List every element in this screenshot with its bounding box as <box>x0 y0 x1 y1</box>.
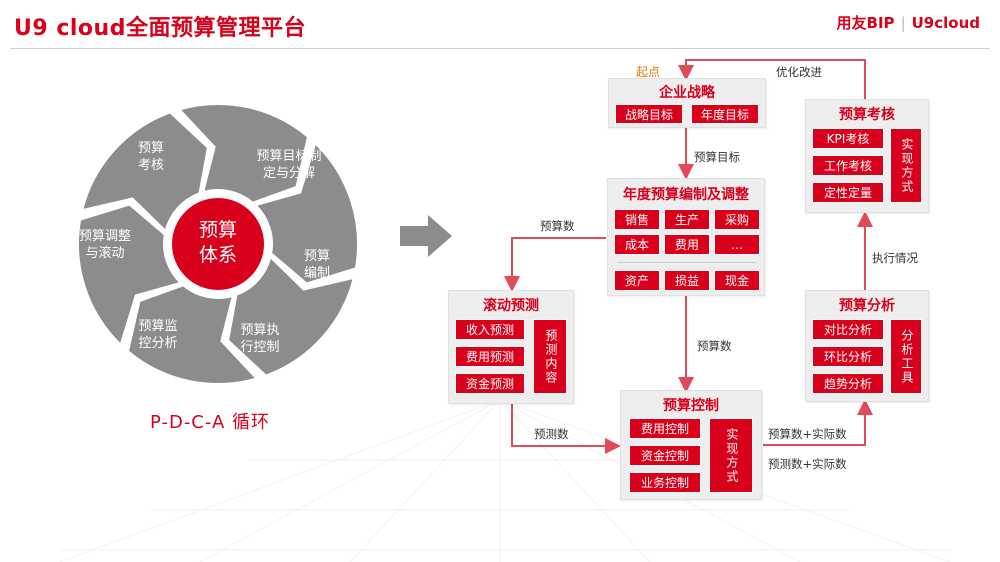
control-side: 实现方式 <box>709 418 753 493</box>
assess-side: 实现方式 <box>890 128 922 203</box>
page-title: U9 cloud全面预算管理平台 <box>14 16 306 41</box>
brand-yonyou: 用友BIP <box>836 14 895 32</box>
panel-rolling-forecast: 滚动预测 收入预测 费用预测 资金预测 预测内容 <box>448 290 574 404</box>
brand-u9cloud: U9cloud <box>911 14 980 32</box>
arrow-improve <box>678 59 866 99</box>
strategy-title: 企业战略 <box>659 85 715 101</box>
panel-budget-analysis: 预算分析 对比分析 环比分析 趋势分析 分析工具 <box>805 290 929 402</box>
strategy-item-2: 年度目标 <box>691 104 759 124</box>
assess-item-1: KPI考核 <box>812 128 884 149</box>
segment-label-target: 预算目标制定与分解 <box>244 148 334 182</box>
annual-r1-3: 采购 <box>714 209 760 230</box>
label-improve: 优化改进 <box>776 65 822 79</box>
assess-title: 预算考核 <box>839 107 895 123</box>
seg0-line2: 定与分解 <box>262 166 315 181</box>
assess-item-3: 定性定量 <box>812 182 884 203</box>
analysis-side: 分析工具 <box>890 319 922 394</box>
arrow-budget-left <box>504 237 606 292</box>
seg1-line2: 编制 <box>303 266 330 281</box>
label-target: 预算目标 <box>694 150 740 164</box>
analysis-item-1: 对比分析 <box>812 319 884 340</box>
control-title: 预算控制 <box>663 398 719 414</box>
cycle-segment <box>253 141 359 285</box>
start-label: 起点 <box>636 65 661 79</box>
analysis-title: 预算分析 <box>839 298 895 314</box>
arrow-forecast <box>511 404 621 454</box>
label-forecast-actual: 预测数+实际数 <box>768 457 847 471</box>
rolling-title: 滚动预测 <box>483 298 539 314</box>
label-forecast: 预测数 <box>534 427 569 441</box>
transition-arrow <box>400 215 452 257</box>
seg2-line1: 预算执 <box>240 323 280 338</box>
panel-budget-control: 预算控制 费用控制 资金控制 业务控制 实现方式 <box>620 390 762 500</box>
seg4-line2: 与滚动 <box>85 246 125 261</box>
cycle-segment <box>177 103 310 204</box>
control-item-2: 资金控制 <box>629 445 701 466</box>
annual-title: 年度预算编制及调整 <box>623 187 749 203</box>
brand-separator: | <box>900 14 906 32</box>
header-divider <box>10 48 990 49</box>
panel-budget-assess: 预算考核 KPI考核 工作考核 定性定量 实现方式 <box>805 99 929 213</box>
seg4-line1: 预算调整 <box>78 229 131 244</box>
annual-r3-2: 损益 <box>664 270 710 291</box>
center-line-2: 体系 <box>198 244 237 266</box>
seg3-line1: 预算监 <box>138 319 178 334</box>
label-budget-left: 预算数 <box>540 219 575 233</box>
seg1-line1: 预算 <box>303 249 330 264</box>
rolling-side: 预测内容 <box>533 319 567 394</box>
rolling-item-1: 收入预测 <box>455 319 525 340</box>
annual-r2-1: 成本 <box>614 234 660 255</box>
cycle-segment <box>126 284 259 385</box>
label-budget-mid: 预算数 <box>697 339 732 353</box>
annual-divider <box>618 262 756 263</box>
cycle-segment <box>80 111 209 233</box>
analysis-item-2: 环比分析 <box>812 346 884 367</box>
center-line-1: 预算 <box>198 219 237 241</box>
segment-label-monitor: 预算监控分析 <box>128 318 188 352</box>
rolling-item-3: 资金预测 <box>455 373 525 394</box>
cycle-segment <box>77 203 183 347</box>
panel-strategy: 企业战略 战略目标 年度目标 <box>608 78 766 128</box>
panel-annual-budget: 年度预算编制及调整 销售 生产 采购 成本 费用 … 资产 损益 现金 <box>607 178 765 296</box>
analysis-item-3: 趋势分析 <box>812 373 884 394</box>
rolling-item-2: 费用预测 <box>455 346 525 367</box>
seg5-line1: 预算 <box>137 141 164 156</box>
control-item-3: 业务控制 <box>629 472 701 493</box>
pdca-caption: P-D-C-A 循环 <box>150 412 271 433</box>
segment-label-execute: 预算执行控制 <box>230 322 290 356</box>
center-circle <box>172 198 264 290</box>
seg0-line1: 预算目标制 <box>256 149 322 164</box>
strategy-item-1: 战略目标 <box>615 104 683 124</box>
segment-label-adjust: 预算调整与滚动 <box>70 228 140 262</box>
assess-item-2: 工作考核 <box>812 155 884 176</box>
pdca-cycle-ring <box>77 103 359 385</box>
arrow-to-analysis <box>763 399 873 446</box>
label-budget-actual: 预算数+实际数 <box>768 427 847 441</box>
brand-logo: 用友BIP | U9cloud <box>837 12 980 33</box>
center-label: 预算 体系 <box>168 218 268 268</box>
annual-r2-3: … <box>714 234 760 255</box>
annual-r1-2: 生产 <box>664 209 710 230</box>
annual-r1-1: 销售 <box>614 209 660 230</box>
control-item-1: 费用控制 <box>629 418 701 439</box>
seg2-line2: 行控制 <box>240 340 280 355</box>
annual-r3-3: 现金 <box>714 270 760 291</box>
segment-label-assess: 预算考核 <box>126 140 176 174</box>
annual-r2-2: 费用 <box>664 234 710 255</box>
cycle-segment <box>227 255 356 377</box>
seg5-line2: 考核 <box>137 158 164 173</box>
label-exec-status: 执行情况 <box>872 251 918 265</box>
segment-label-compile: 预算编制 <box>292 248 342 282</box>
seg3-line2: 控分析 <box>138 336 178 351</box>
annual-r3-1: 资产 <box>614 270 660 291</box>
